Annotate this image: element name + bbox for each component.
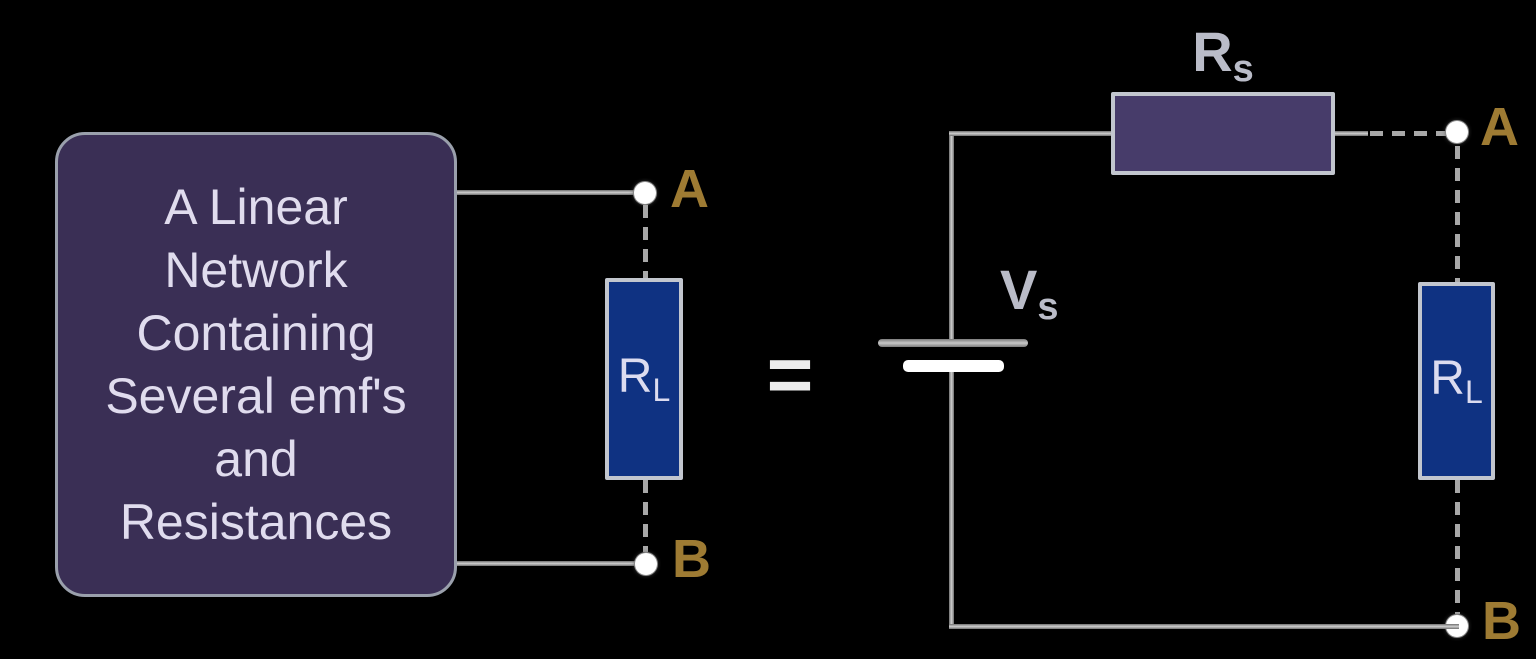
dashed-wire-load-to-b-left <box>643 480 648 552</box>
load-resistor-label-sub: L <box>652 371 671 408</box>
wire-top-left <box>457 190 647 195</box>
terminal-b-dot-left <box>635 553 657 575</box>
source-voltage-label-main: V <box>1000 258 1038 321</box>
wire-stub-after-series-resistor <box>1335 131 1368 136</box>
wire-top-right-circuit <box>949 131 1113 136</box>
terminal-b-label-right: B <box>1482 591 1521 651</box>
dashed-wire-a-to-load-right <box>1455 146 1460 282</box>
network-box-line: Containing <box>136 304 376 361</box>
linear-network-box: A Linear Network Containing Several emf'… <box>55 132 457 597</box>
load-resistor-label-main: R <box>617 349 653 403</box>
series-resistor-label-sub: s <box>1232 48 1254 90</box>
network-box-line: Several emf's <box>105 367 407 424</box>
terminal-a-label-right: A <box>1480 97 1519 157</box>
network-box-line: Resistances <box>119 493 393 550</box>
dashed-wire-to-a-right <box>1370 131 1446 136</box>
network-box-line: A Linear <box>164 178 348 235</box>
dashed-wire-load-to-b-right <box>1455 480 1460 614</box>
battery-negative-plate-icon <box>903 360 1004 372</box>
load-resistor-right: RL <box>1418 282 1495 480</box>
source-voltage-label-sub: s <box>1037 286 1059 328</box>
terminal-a-label-left: A <box>670 159 709 219</box>
series-resistor-label-main: R <box>1192 20 1233 83</box>
dashed-wire-a-to-load-left <box>643 205 648 278</box>
wire-left-upper-right-circuit <box>949 133 954 339</box>
load-resistor-label-sub: L <box>1464 373 1483 410</box>
series-resistor-label: Rs <box>1111 24 1335 90</box>
equals-sign: = <box>766 330 814 419</box>
terminal-a-dot-right <box>1446 121 1468 143</box>
network-box-line: Network <box>164 241 348 298</box>
battery-positive-plate-icon <box>878 339 1028 347</box>
load-resistor-label-right: RL <box>1430 351 1483 410</box>
source-voltage-label: Vs <box>1000 262 1059 328</box>
wire-left-lower-right-circuit <box>949 372 954 627</box>
wire-bottom-left <box>457 561 648 566</box>
network-box-line: and <box>214 430 298 487</box>
terminal-a-dot-left <box>634 182 656 204</box>
load-resistor-left: RL <box>605 278 683 480</box>
series-resistor <box>1111 92 1335 175</box>
load-resistor-label-left: RL <box>617 349 671 408</box>
terminal-b-label-left: B <box>672 529 711 589</box>
load-resistor-label-main: R <box>1430 351 1465 405</box>
wire-bottom-right-circuit <box>949 624 1459 629</box>
